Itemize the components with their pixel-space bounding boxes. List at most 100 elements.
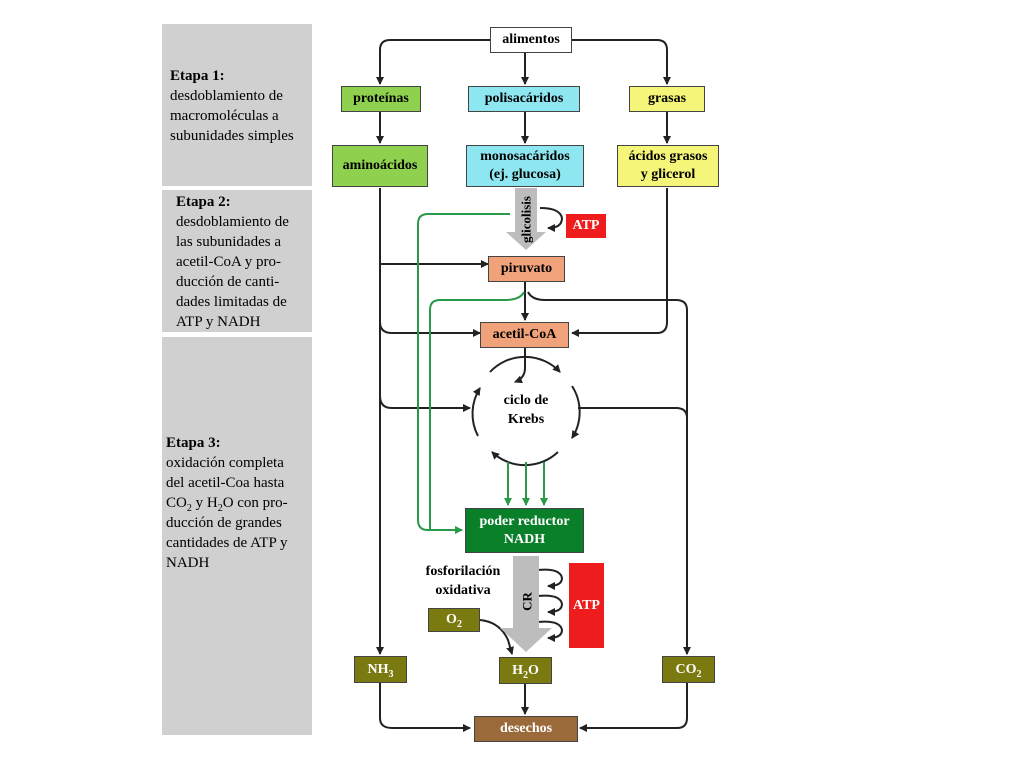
node-nh3-label: NH3 [368, 661, 394, 679]
green-edge-glycolysis-nadh [417, 213, 510, 534]
stage-3-line: del acetil-Coa hasta [166, 475, 285, 491]
edge-o2-h2o [479, 619, 514, 655]
glycolysis-gray-arrow [506, 188, 546, 250]
node-monosacaridos-line2: (ej. glucosa) [489, 167, 561, 182]
stage-3-line: oxidación completa [166, 455, 284, 471]
edge-krebs-co2 [578, 407, 688, 419]
edge-acidos-acetil [571, 188, 668, 337]
edge-nh3-desechos [379, 683, 471, 732]
stage-3-title: Etapa 3: [166, 435, 221, 451]
stage-2-line: las subunidades a [176, 234, 281, 250]
node-alimentos-label: alimentos [502, 32, 560, 47]
node-grasas: grasas [629, 86, 705, 112]
node-o2-label: O2 [446, 611, 462, 629]
atp-curl-glycolysis [539, 207, 564, 232]
node-proteinas: proteínas [341, 86, 421, 112]
h-text: y H [191, 495, 218, 511]
h2o-sub: 2 [523, 669, 528, 681]
node-nh3: NH3 [354, 656, 407, 683]
node-monosacaridos-line1: monosacáridos [480, 149, 570, 164]
o-text: O con pro- [222, 495, 288, 511]
stage-1-line: macromoléculas a [170, 108, 279, 124]
cr-gray-arrow [500, 556, 552, 652]
node-desechos: desechos [474, 716, 578, 742]
node-aminoacidos-label: aminoácidos [342, 158, 418, 173]
stage-1-line: desdoblamiento de [170, 88, 283, 104]
node-acetil-coa: acetil-CoA [480, 322, 569, 348]
stage-2-line: ATP y NADH [176, 314, 261, 330]
stage-2-line: acetil-CoA y pro- [176, 254, 281, 270]
nh3-sub: 3 [388, 668, 394, 680]
stage-3-line: NADH [166, 555, 210, 571]
node-grasas-label: grasas [647, 91, 687, 106]
co2-text: CO [166, 495, 187, 511]
krebs-arc-right [571, 385, 581, 439]
h2o-h: H [512, 662, 523, 678]
edge-amino-acetil [379, 321, 481, 337]
edge-alimentos-grasas [571, 39, 671, 85]
edge-amino-krebs [379, 395, 471, 412]
node-aminoacidos: aminoácidos [332, 145, 428, 187]
stage-1-title: Etapa 1: [170, 68, 225, 84]
fosforilacion-line1: fosforilación [425, 564, 501, 579]
h2-sub: 2 [217, 503, 223, 514]
node-acidos-line2: y glicerol [640, 167, 696, 182]
o2-base: O [446, 612, 457, 627]
krebs-arc-top [489, 355, 561, 373]
h2o-o: O [528, 662, 539, 678]
stage-3-line-formula: CO2 y H2O con pro- [166, 493, 312, 514]
atp-cr: ATP [569, 563, 604, 648]
node-piruvato-label: piruvato [500, 261, 553, 276]
krebs-arc-left [471, 387, 481, 437]
co2-base: CO [675, 661, 697, 677]
edge-co2-desechos [579, 683, 688, 732]
node-acidos-grasos: ácidos grasos y glicerol [617, 145, 719, 187]
edge-piruvato-co2 [527, 291, 691, 655]
atp-curl-cr-2 [537, 594, 564, 616]
node-proteinas-label: proteínas [353, 91, 409, 106]
krebs-line2: Krebs [507, 412, 545, 427]
atp-glycolysis: ATP [566, 214, 606, 238]
krebs-line1: ciclo de [503, 393, 549, 408]
co2-sub: 2 [186, 503, 192, 514]
stage-3-line: cantidades de ATP y [166, 535, 288, 551]
stage-2-line: desdoblamiento de [176, 214, 289, 230]
stage-3-panel: Etapa 3: oxidación completa del acetil-C… [162, 337, 312, 735]
edge-alimentos-proteinas [376, 39, 496, 85]
stage-3-line: ducción de grandes [166, 515, 282, 531]
node-o2: O2 [428, 608, 480, 632]
stage-2-line: ducción de canti- [176, 274, 280, 290]
green-edge-piruvato-nadh [429, 291, 525, 530]
edge-acetil-krebs [514, 348, 526, 384]
node-desechos-label: desechos [499, 721, 553, 736]
node-alimentos: alimentos [490, 27, 572, 53]
node-co2: CO2 [662, 656, 715, 683]
stage-2-panel: Etapa 2: desdoblamiento de las subunidad… [162, 190, 312, 332]
fosforilacion-line2: oxidativa [435, 583, 491, 598]
cr-label: CR [519, 592, 535, 611]
krebs-label: ciclo de Krebs [488, 391, 564, 429]
stage-2-title: Etapa 2: [176, 194, 231, 210]
atp-cr-label: ATP [573, 597, 600, 613]
stage-2-line: dades limitadas de [176, 294, 287, 310]
node-h2o-label: H2O [512, 662, 539, 680]
stage-1-panel: Etapa 1: desdoblamiento de macromolécula… [162, 24, 312, 186]
co2-sub-node: 2 [696, 668, 702, 680]
node-acetil-label: acetil-CoA [492, 327, 557, 342]
nh3-base: NH [367, 661, 389, 677]
node-piruvato: piruvato [488, 256, 565, 282]
node-polisacaridos-label: polisacáridos [484, 91, 564, 106]
node-acidos-line1: ácidos grasos [628, 149, 708, 164]
o2-sub: 2 [456, 618, 462, 630]
atp-curl-cr-3 [537, 620, 564, 642]
node-co2-label: CO2 [676, 661, 702, 679]
node-poder-line2: NADH [503, 531, 546, 547]
fosforilacion-label: fosforilación oxidativa [410, 562, 516, 600]
node-h2o: H2O [499, 657, 552, 684]
atp-curl-cr-1 [537, 568, 564, 590]
stage-1-line: subunidades simples [170, 128, 294, 144]
atp-glycolysis-label: ATP [572, 218, 600, 233]
node-polisacaridos: polisacáridos [468, 86, 580, 112]
